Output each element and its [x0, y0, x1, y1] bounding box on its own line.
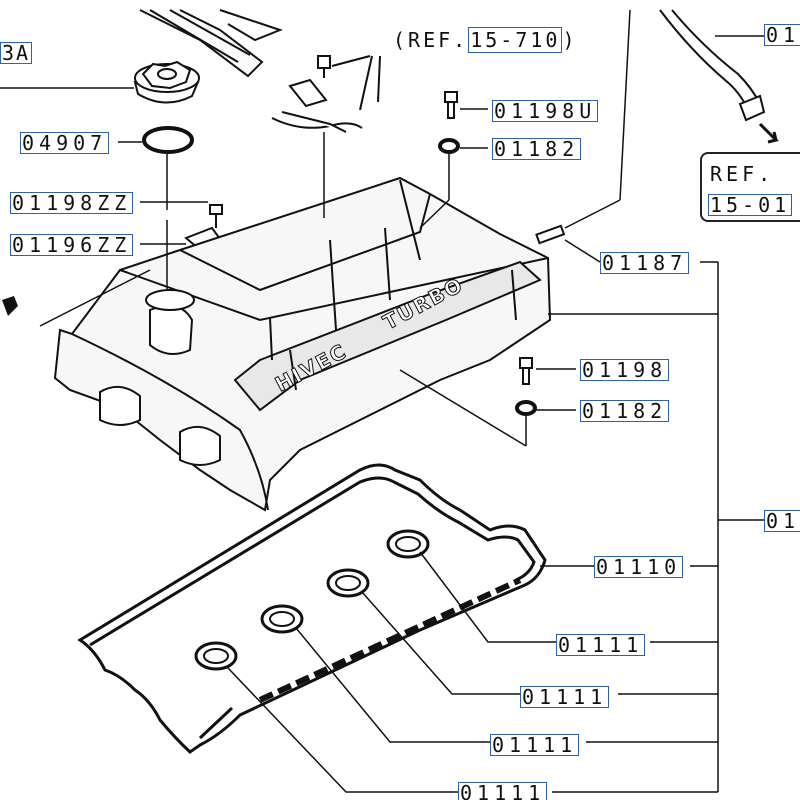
pin-part — [535, 224, 566, 245]
label-plug-seal-3[interactable]: 01111 — [490, 733, 580, 757]
front-arrow-icon — [2, 296, 18, 316]
plug-seals — [194, 529, 430, 671]
gasket-part — [77, 463, 547, 754]
ref-parts-group — [271, 55, 381, 133]
label-plug-seal-4[interactable]: 01111 — [458, 782, 548, 800]
breather-hose — [659, 9, 779, 144]
label-washer-mid[interactable]: 01182 — [580, 399, 670, 423]
label-bracket[interactable]: 01196ZZ — [10, 233, 134, 257]
ref-box-line1: REF. — [710, 162, 775, 186]
label-bolt-small[interactable]: 01198ZZ — [10, 191, 134, 215]
leader-lines — [0, 9, 764, 793]
top-washer-part — [438, 138, 460, 154]
label-bolt-top[interactable]: 01198U — [492, 99, 599, 123]
label-gasket[interactable]: 01110 — [594, 555, 684, 579]
label-cover-assembly[interactable]: 01 — [764, 510, 800, 532]
oring-part — [142, 126, 194, 154]
ref-top-prefix: (REF. — [393, 28, 469, 52]
top-bolt-part — [444, 91, 458, 119]
small-bolt-part — [209, 204, 223, 228]
ref-top-suffix: ) — [562, 28, 578, 52]
label-oring[interactable]: 04907 — [20, 131, 110, 155]
mid-bolt-part — [519, 357, 533, 385]
mid-washer-part — [515, 400, 537, 416]
ref-box: REF. 15-01 — [700, 152, 800, 222]
valve-cover — [53, 176, 552, 512]
label-top-right[interactable]: 01 — [764, 24, 800, 46]
label-washer-top[interactable]: 01182 — [492, 137, 582, 161]
upper-bracket-part — [139, 9, 283, 78]
label-plug-seal-1[interactable]: 01111 — [556, 633, 646, 657]
ref-top-code[interactable]: 15-710 — [468, 27, 563, 53]
oil-filler-cap — [133, 60, 200, 104]
label-plug-seal-2[interactable]: 01111 — [520, 685, 610, 709]
ref-box-line2[interactable]: 15-01 — [708, 193, 793, 217]
label-bolt-mid[interactable]: 01198 — [580, 358, 670, 382]
ref-top-label: (REF.15-710) — [392, 27, 579, 53]
label-pin[interactable]: 01187 — [600, 251, 690, 275]
label-top-left[interactable]: 3A — [0, 41, 33, 65]
